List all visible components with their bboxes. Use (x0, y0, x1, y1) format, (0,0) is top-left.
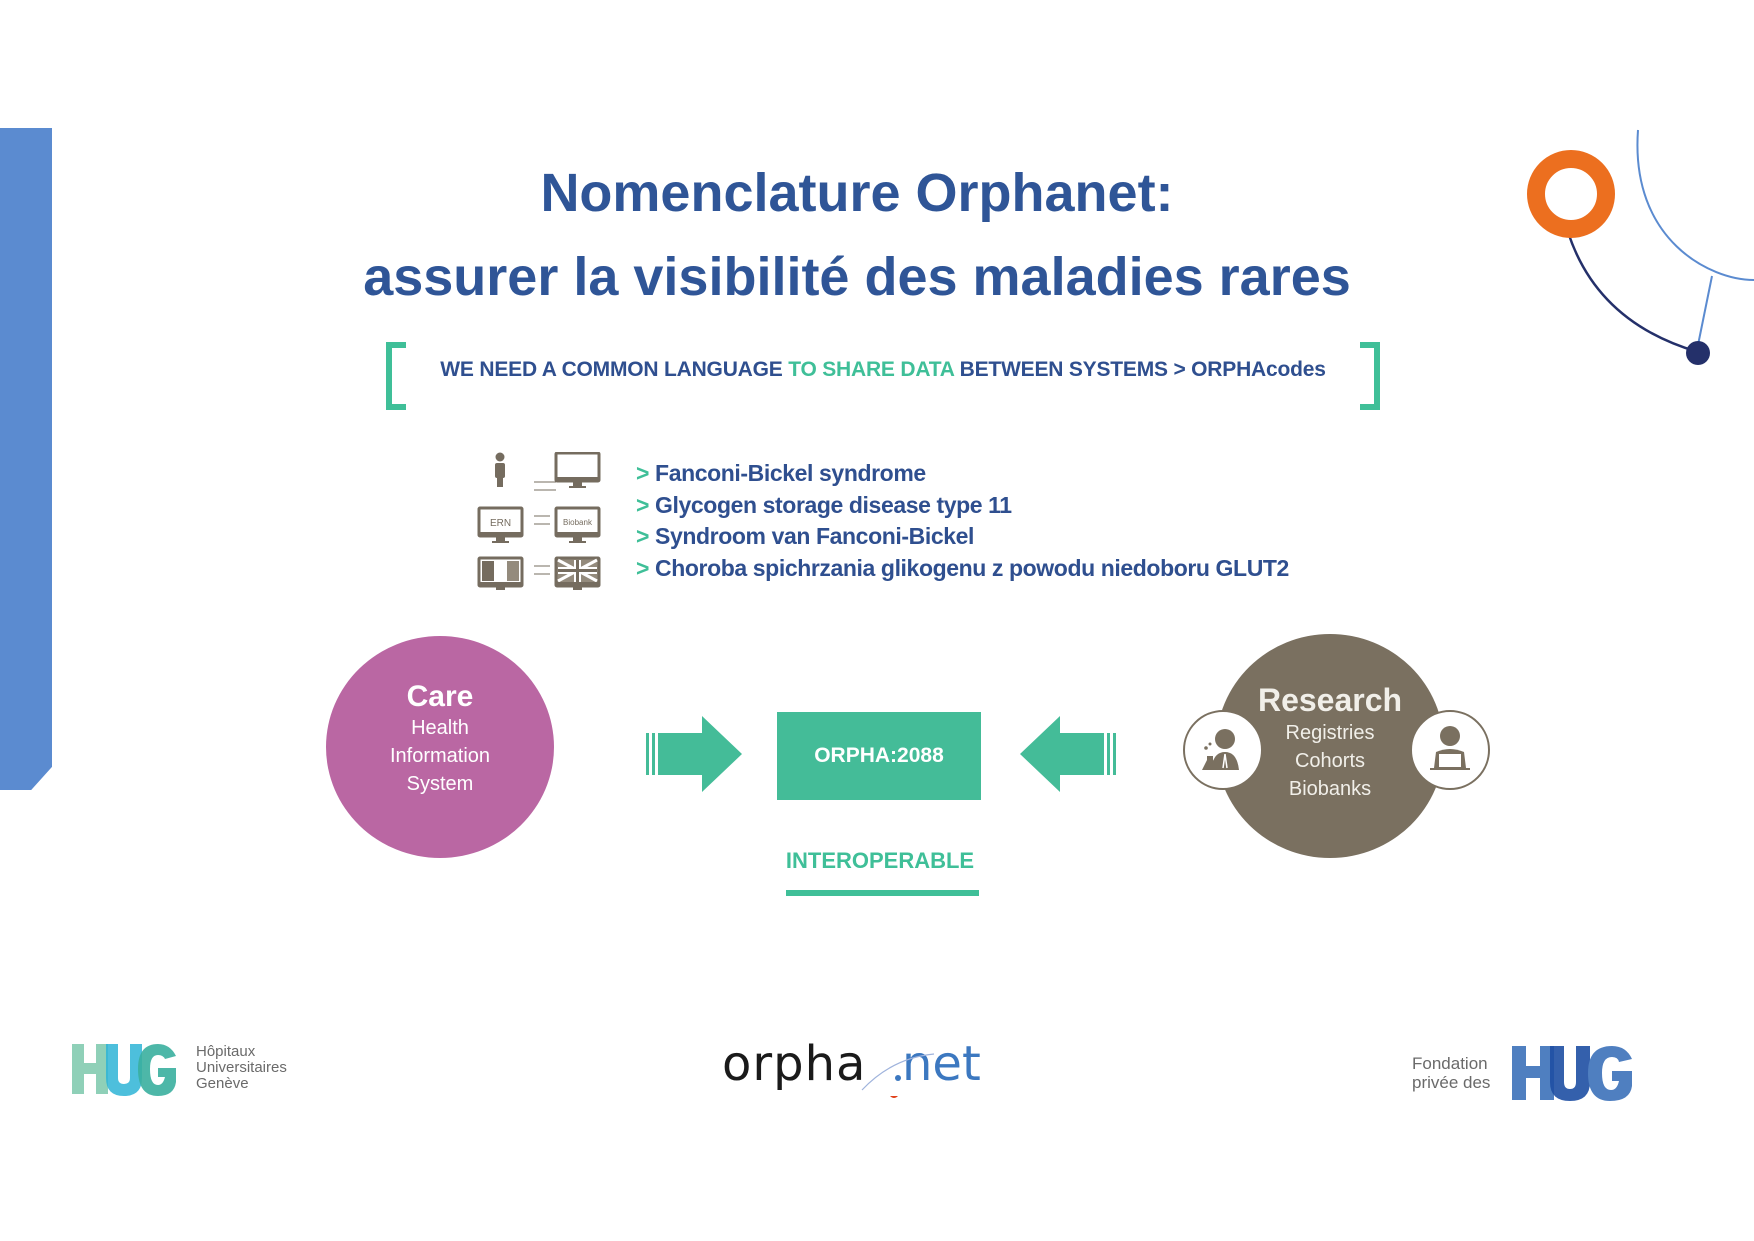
list-item: >Fanconi-Bickel syndrome (636, 458, 1289, 490)
care-line: Information (389, 745, 491, 767)
navy-dot-icon (1686, 341, 1710, 365)
orpha-code-box: ORPHA:2088 (777, 712, 981, 800)
chevron-prefix: > (636, 460, 650, 486)
hug-hopitaux-logo: Hôpitaux Universitaires Genève (72, 1040, 312, 1100)
chevron-prefix: > (636, 523, 650, 549)
hug-text-line: Genève (196, 1075, 249, 1092)
ern-monitor-icon (477, 506, 524, 543)
decorative-orbit-graphic (1527, 129, 1754, 365)
chevron-prefix: > (636, 554, 650, 581)
page-title-line1: Nomenclature Orphanet: (540, 163, 1174, 223)
system-exchange-icons: ERN Biobank (477, 452, 601, 590)
left-accent-bar (0, 128, 52, 790)
uk-flag-monitor-icon (554, 556, 601, 590)
interoperable-underline (786, 890, 979, 896)
care-line: System (406, 773, 474, 795)
disease-name: Choroba spichrzania glikogenu z powodu n… (655, 554, 1289, 581)
disease-name: Syndroom van Fanconi-Bickel (655, 523, 974, 549)
arrow-left-icon (1020, 716, 1116, 792)
french-flag-monitor-icon (477, 556, 524, 590)
arrow-right-icon (646, 716, 742, 792)
banner-text-part1: WE NEED A COMMON LANGUAGE (440, 358, 789, 381)
right-bracket (1360, 342, 1380, 410)
list-item: >Syndroom van Fanconi-Bickel (636, 521, 1289, 553)
fondation-hug-logo: Fondation privée des (1412, 1044, 1692, 1104)
orphanet-logo: orpha net (722, 1036, 992, 1098)
page-title-line2: assurer la visibilité des maladies rares (363, 247, 1351, 307)
care-line: Health (411, 717, 469, 739)
monitor-icon (554, 452, 601, 488)
interoperable-label: INTEROPERABLE (785, 848, 975, 873)
hug-blue-logo-mark-icon (1512, 1046, 1632, 1101)
hug-text-line: Universitaires (196, 1059, 287, 1076)
hug-text-line: Hôpitaux (196, 1043, 256, 1060)
care-circle: Care Health Information System (326, 636, 554, 858)
research-heading: Research (1257, 682, 1403, 718)
ern-label: ERN (490, 518, 511, 529)
laptop-user-icon (1410, 710, 1490, 790)
research-line: Cohorts (1294, 750, 1366, 772)
list-item: >Glycogen storage disease type 11 (636, 490, 1289, 522)
banner-text: WE NEED A COMMON LANGUAGE TO SHARE DATA … (426, 358, 1340, 382)
fondation-text-line: privée des (1412, 1073, 1491, 1092)
chevron-prefix: > (636, 491, 650, 518)
biobank-monitor-icon (554, 506, 601, 543)
person-icon (495, 452, 505, 487)
scientist-icon (1183, 710, 1263, 790)
left-bracket (386, 342, 406, 410)
disease-name: Glycogen storage disease type 11 (655, 491, 1012, 518)
research-line: Biobanks (1288, 778, 1372, 800)
care-heading: Care (406, 680, 474, 713)
list-item: >Choroba spichrzania glikogenu z powodu … (636, 553, 1289, 585)
fondation-text-line: Fondation (1412, 1054, 1488, 1073)
orange-ring-icon (1527, 150, 1615, 238)
banner-text-accent: TO SHARE DATA (788, 358, 954, 381)
research-line: Registries (1285, 722, 1375, 744)
hug-logo-mark-icon (72, 1044, 176, 1096)
biobank-label: Biobank (563, 518, 593, 527)
disease-name: Fanconi-Bickel syndrome (655, 460, 926, 486)
orpha-code: ORPHA:2088 (814, 744, 944, 767)
orphanet-text-b: net (902, 1038, 981, 1092)
disease-name-list: >Fanconi-Bickel syndrome >Glycogen stora… (636, 458, 1289, 584)
banner-common-language: WE NEED A COMMON LANGUAGE TO SHARE DATA … (386, 342, 1380, 410)
banner-text-part3: BETWEEN SYSTEMS > ORPHAcodes (954, 358, 1326, 381)
orphanet-text-a: orpha (722, 1038, 866, 1092)
